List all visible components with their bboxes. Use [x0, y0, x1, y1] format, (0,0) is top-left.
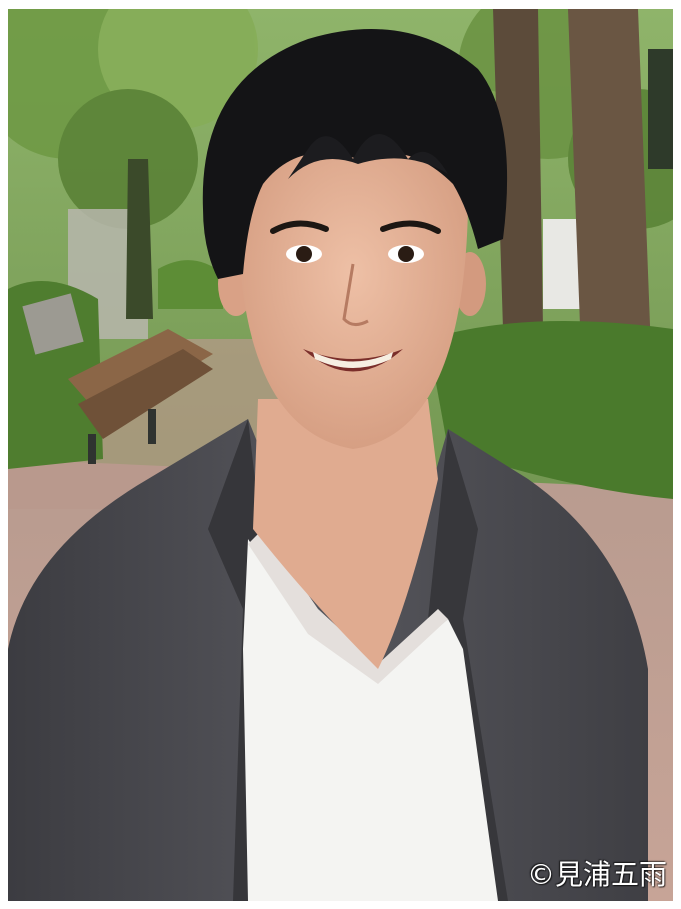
- portrait-photo: [8, 9, 673, 901]
- eyebrow-left: [270, 220, 329, 234]
- face: [238, 129, 468, 449]
- stone-marker: [22, 293, 84, 355]
- hedge-back: [158, 260, 223, 309]
- mouth: [303, 349, 403, 372]
- photo-credit: ©見浦五雨: [526, 858, 667, 891]
- eyebrow-right: [380, 220, 441, 234]
- nose: [342, 263, 369, 326]
- hedge-right: [428, 321, 673, 499]
- hair: [202, 29, 508, 279]
- eye-right: [388, 245, 424, 263]
- hair-fringe: [288, 134, 448, 179]
- sign-post: [648, 49, 673, 169]
- tree-trunk-3: [126, 159, 153, 319]
- tree-trunk-2: [568, 9, 653, 404]
- portrait-illustration: [8, 9, 673, 901]
- tree-trunk-1: [493, 9, 543, 329]
- eye-left: [286, 245, 322, 263]
- neck: [253, 399, 438, 669]
- bench: [68, 329, 213, 464]
- jacket-lapel-right: [428, 429, 508, 901]
- teeth: [313, 352, 393, 368]
